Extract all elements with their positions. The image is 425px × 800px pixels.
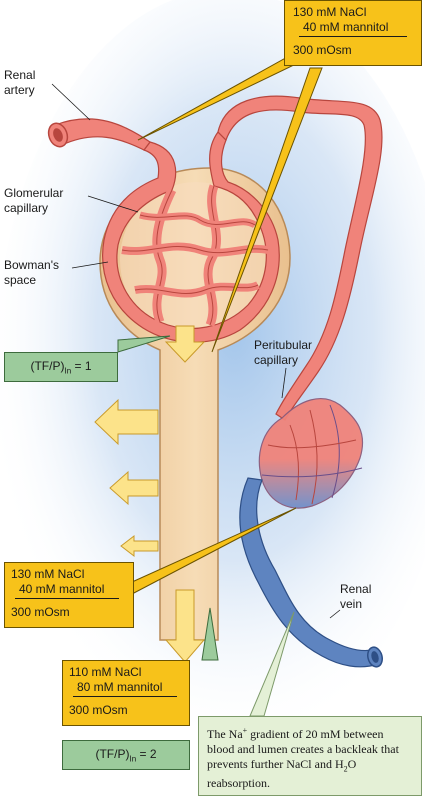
tfp-ratio-upper: (TF/P)In = 1 xyxy=(4,352,118,382)
reabsorption-arrow-small xyxy=(120,534,159,558)
composition-box-middle: 130 mM NaCl 40 mM mannitol 300 mOsm xyxy=(4,562,134,628)
tfp-ratio-lower: (TF/P)In = 2 xyxy=(62,740,190,770)
divider xyxy=(15,598,119,599)
osmolality-value: 300 mOsm xyxy=(293,43,352,57)
reabsorption-arrow-large xyxy=(94,398,159,446)
bowmans-space-label: Bowman's space xyxy=(4,258,59,287)
nacl-value: 110 mM NaCl xyxy=(69,665,142,679)
glomerular-capillary-label: Glomerular capillary xyxy=(4,186,64,215)
renal-vein xyxy=(239,477,383,668)
composition-box-top: 130 mM NaCl 40 mM mannitol 300 mOsm xyxy=(284,0,422,66)
renal-artery xyxy=(47,118,151,151)
mannitol-value: 40 mM mannitol xyxy=(19,582,105,596)
mannitol-value: 80 mM mannitol xyxy=(77,680,163,694)
renal-vein-label: Renal vein xyxy=(340,582,372,611)
callout-pointers xyxy=(117,49,323,717)
filtration-arrow xyxy=(164,325,206,363)
nacl-value: 130 mM NaCl xyxy=(293,5,367,19)
peritubular-capillary xyxy=(258,397,364,509)
osmolality-value: 300 mOsm xyxy=(11,605,70,619)
nacl-value: 130 mM NaCl xyxy=(11,567,85,581)
leader-lines xyxy=(51,83,341,619)
flow-arrow-down xyxy=(164,589,206,663)
composition-box-bottom: 110 mM NaCl 80 mM mannitol 300 mOsm xyxy=(62,660,190,726)
backleak-note: The Na+ gradient of 20 mM between blood … xyxy=(198,716,422,796)
osmolality-value: 300 mOsm xyxy=(69,703,128,717)
renal-artery-label: Renal artery xyxy=(4,68,36,97)
peritubular-capillary-label: Peritubular capillary xyxy=(254,338,313,367)
mannitol-value: 40 mM mannitol xyxy=(303,20,389,34)
divider xyxy=(73,696,177,697)
divider xyxy=(299,36,407,37)
reabsorption-arrow-medium xyxy=(109,470,159,506)
